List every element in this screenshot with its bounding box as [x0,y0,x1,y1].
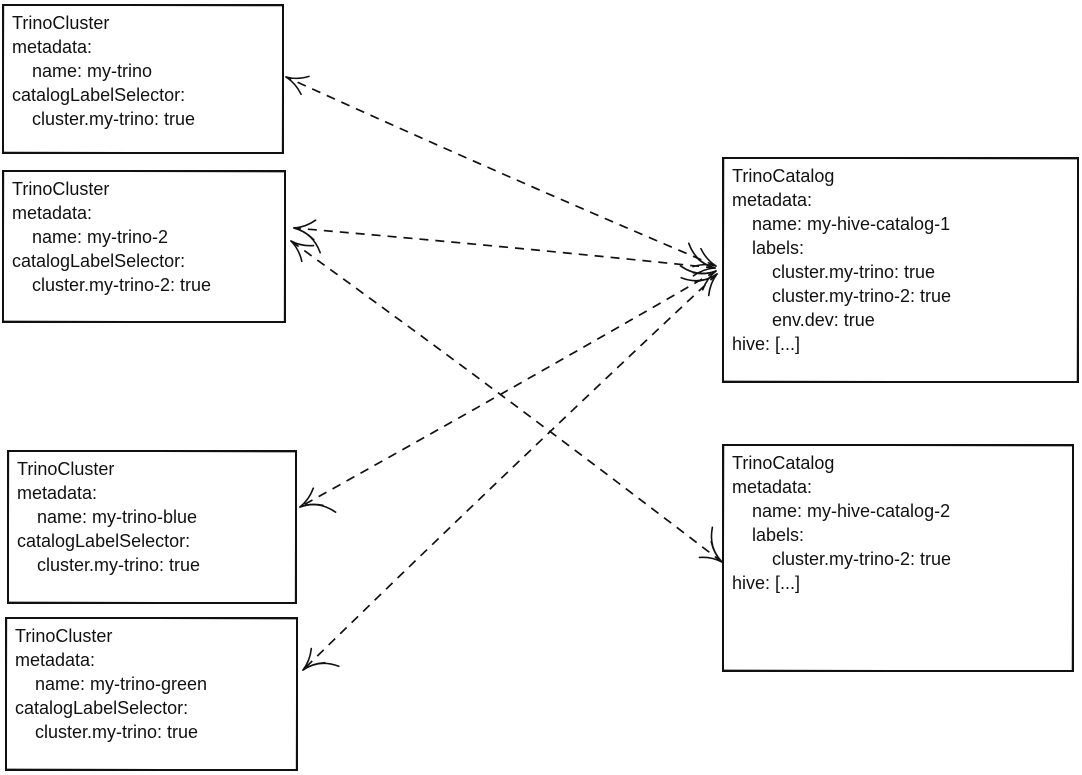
node-line: cluster.my-trino: true [732,262,936,282]
node-line: metadata: [12,203,93,223]
node-trino-cluster-my-trino-blue: TrinoCluster metadata: name: my-trino-bl… [7,450,297,604]
node-line: metadata: [15,650,96,670]
node-line: name: my-trino-2 [12,227,169,247]
node-line: hive: [...] [732,573,801,593]
node-line: cluster.my-trino-2: true [732,549,952,569]
node-line: TrinoCatalog [732,166,835,186]
arrow-trino-catalog-1-to-trino-cluster-2 [293,219,716,277]
node-line: name: my-trino [12,61,153,81]
arrow-trino-catalog-1-to-trino-cluster-green [302,273,718,671]
node-line: TrinoCluster [12,13,110,33]
node-line: name: my-trino-blue [17,507,198,527]
node-line: name: my-hive-catalog-2 [732,501,951,521]
node-line: metadata: [12,37,93,57]
node-line: catalogLabelSelector: [17,531,191,551]
node-line: name: my-hive-catalog-1 [732,214,951,234]
node-line: labels: [732,525,805,545]
node-line: catalogLabelSelector: [12,251,186,271]
node-line: cluster.my-trino: true [12,109,196,129]
arrow-trino-catalog-2-to-trino-cluster-2 [290,240,723,563]
node-line: metadata: [732,190,813,210]
node-trino-cluster-my-trino-green: TrinoCluster metadata: name: my-trino-gr… [5,617,298,771]
node-line: TrinoCluster [15,626,113,646]
node-line: TrinoCluster [12,179,110,199]
arrow-trino-catalog-1-to-trino-cluster-1 [285,75,717,268]
node-line: cluster.my-trino-2: true [12,275,212,295]
node-line: cluster.my-trino: true [15,722,199,742]
node-line: cluster.my-trino: true [17,555,201,575]
node-trino-catalog-my-hive-catalog-1: TrinoCatalog metadata: name: my-hive-cat… [722,157,1079,383]
arrow-trino-catalog-1-to-trino-cluster-blue [299,265,717,513]
node-trino-catalog-my-hive-catalog-2: TrinoCatalog metadata: name: my-hive-cat… [722,444,1074,672]
node-line: catalogLabelSelector: [12,85,186,105]
node-line: labels: [732,238,805,258]
node-line: TrinoCatalog [732,453,835,473]
node-line: cluster.my-trino-2: true [732,286,952,306]
node-line: metadata: [732,477,813,497]
node-line: metadata: [17,483,98,503]
node-trino-cluster-my-trino-2: TrinoCluster metadata: name: my-trino-2 … [2,170,286,323]
node-line: hive: [...] [732,334,801,354]
node-line: name: my-trino-green [15,674,208,694]
node-line: catalogLabelSelector: [15,698,189,718]
node-trino-cluster-my-trino: TrinoCluster metadata: name: my-trino ca… [2,4,284,154]
node-line: TrinoCluster [17,459,115,479]
node-line: env.dev: true [732,310,875,330]
